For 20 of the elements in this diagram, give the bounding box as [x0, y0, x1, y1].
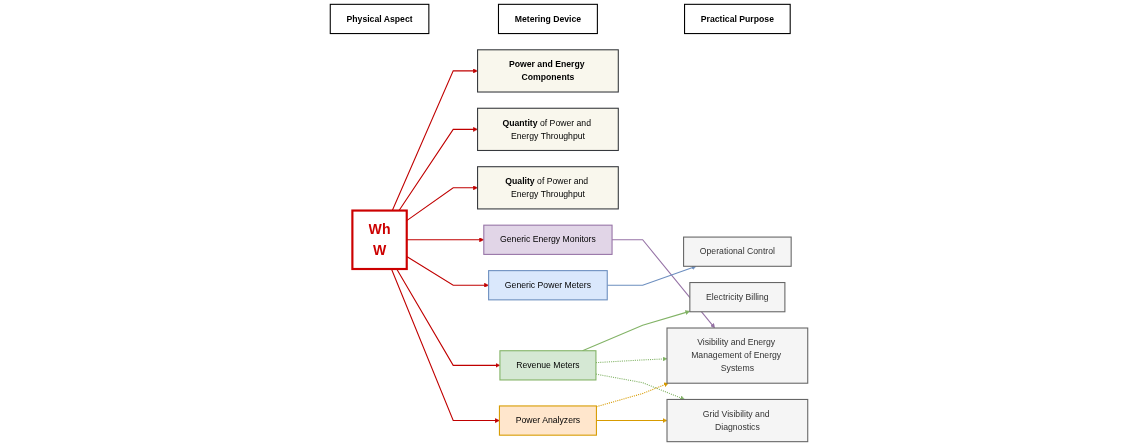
node-box: Generic Power Meters — [488, 270, 608, 301]
arrow — [406, 256, 489, 288]
arrow — [595, 373, 685, 401]
node-box: Physical Aspect — [329, 3, 430, 35]
node-box: Power Analyzers — [498, 405, 597, 436]
node-box: Generic Energy Monitors — [483, 224, 613, 255]
node-box: Visibility and Energy Management of Energy Systems — [666, 327, 809, 384]
node-box: Practical Purpose — [684, 3, 791, 35]
node-box: Revenue Meters — [499, 350, 597, 381]
node-box: Metering Device — [497, 3, 598, 35]
arrow — [595, 356, 668, 364]
node-box: Quality of Power and Energy Throughput — [477, 166, 619, 210]
arrow — [406, 237, 484, 243]
node-box: Grid Visibility and Diagnostics — [666, 398, 809, 443]
node-box: Operational Control — [683, 236, 792, 267]
node-box: Quantity of Power and Energy Throughput — [477, 107, 619, 151]
node-box: Power and Energy Components — [477, 49, 619, 93]
node-box: Wh W — [351, 209, 408, 271]
arrow — [406, 185, 478, 222]
node-box: Electricity Billing — [689, 282, 786, 313]
